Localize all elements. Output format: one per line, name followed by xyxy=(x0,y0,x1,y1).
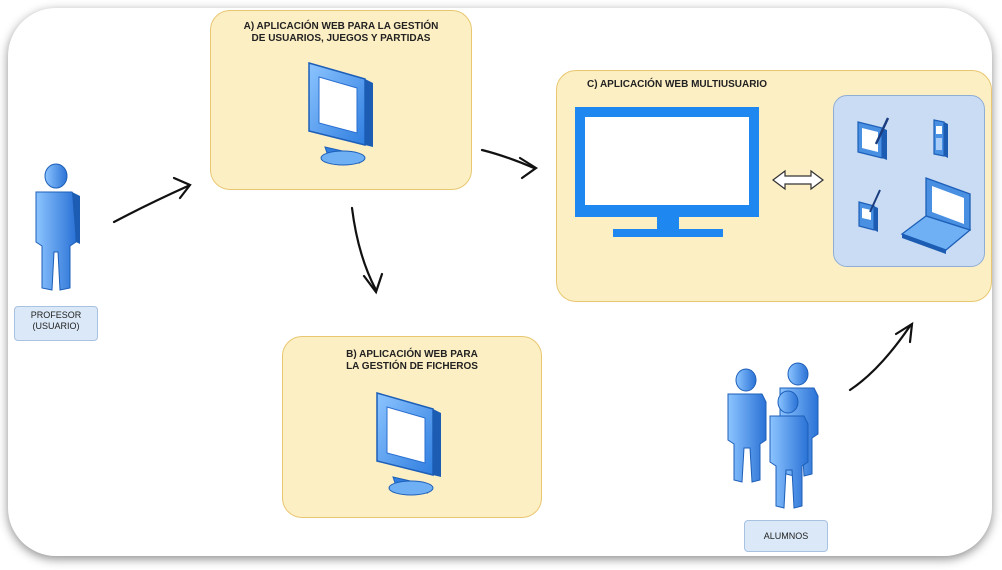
profesor-label: PROFESOR (USUARIO) xyxy=(14,306,98,341)
panel-a-title-line2: DE USUARIOS, JUEGOS Y PARTIDAS xyxy=(251,33,431,44)
panel-c-title: C) APLICACIÓN WEB MULTIUSUARIO xyxy=(587,79,767,90)
arrow-a-to-b xyxy=(350,206,378,292)
panel-b-title-line1: B) APLICACIÓN WEB PARA xyxy=(346,349,478,360)
alumnos-label: ALUMNOS xyxy=(744,520,828,552)
profesor-label-line1: PROFESOR xyxy=(30,310,82,320)
profesor-label-line2: (USUARIO) xyxy=(32,321,80,331)
panel-multiuser-web-app: C) APLICACIÓN WEB MULTIUSUARIO xyxy=(556,70,992,302)
person-icon xyxy=(35,163,80,291)
panel-user-game-management: A) APLICACIÓN WEB PARA LA GESTIÓN DE USU… xyxy=(210,10,472,190)
diagram-canvas: A) APLICACIÓN WEB PARA LA GESTIÓN DE USU… xyxy=(8,8,992,556)
arrow-profesor-to-a xyxy=(112,184,190,224)
panel-b-title-line2: LA GESTIÓN DE FICHEROS xyxy=(346,361,478,372)
arrow-alumnos-to-c xyxy=(848,324,912,392)
arrow-a-to-c xyxy=(480,148,536,170)
flat-monitor-icon xyxy=(575,107,759,237)
double-arrow-icon xyxy=(772,169,824,191)
group-icon xyxy=(727,362,819,509)
tablet-icon xyxy=(857,117,890,160)
pda-icon xyxy=(858,189,881,232)
client-devices-area xyxy=(833,95,985,267)
laptop-icon xyxy=(900,177,972,254)
monitor-icon xyxy=(376,392,441,496)
flow-arrows xyxy=(112,148,914,392)
phone-icon xyxy=(933,119,948,158)
monitor-icon xyxy=(308,62,373,166)
panel-a-title-line1: A) APLICACIÓN WEB PARA LA GESTIÓN xyxy=(243,21,439,32)
panel-file-management: B) APLICACIÓN WEB PARA LA GESTIÓN DE FIC… xyxy=(282,336,542,518)
